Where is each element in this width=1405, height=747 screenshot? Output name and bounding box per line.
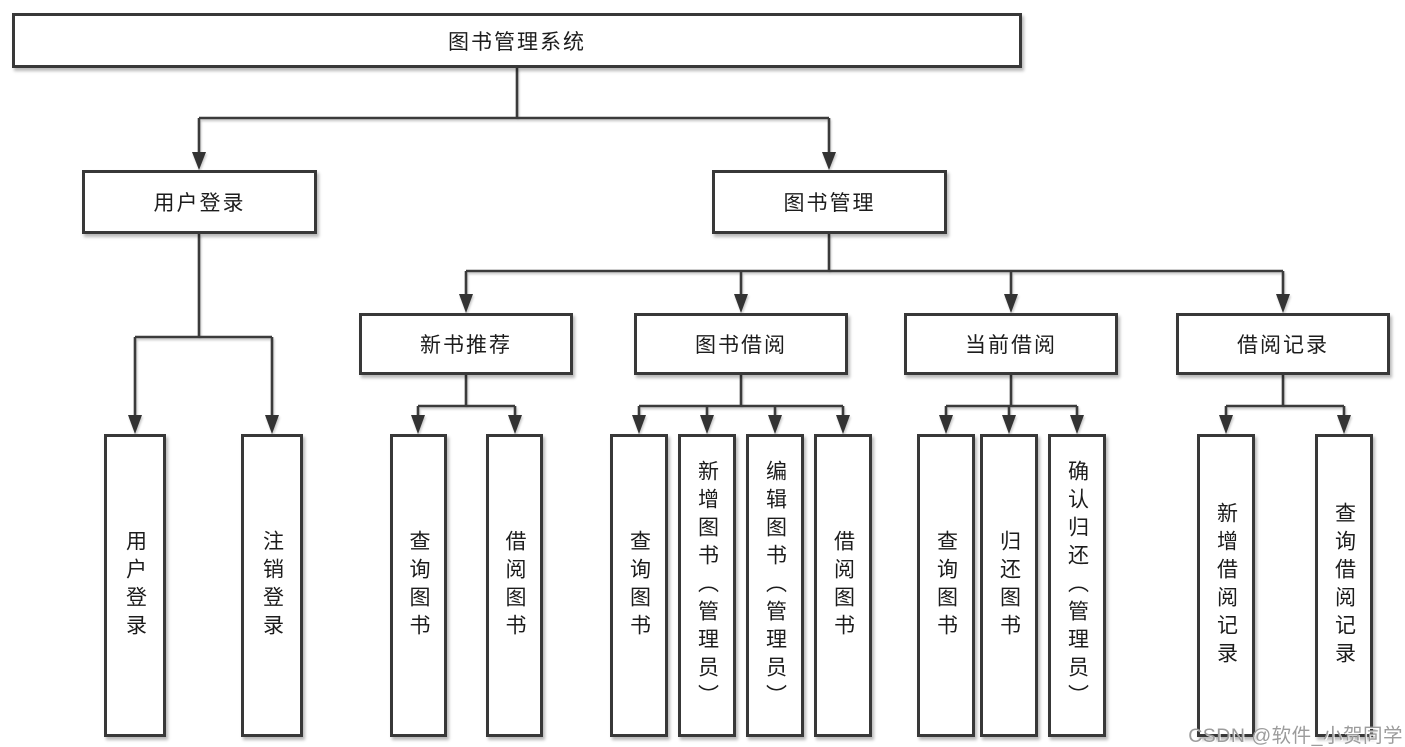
node-current-borrowing: 当前借阅 [904,313,1118,375]
node-root-system: 图书管理系统 [12,13,1022,68]
leaf-confirm-return-admin: 确认归还（管理员） [1048,434,1106,737]
node-user-login: 用户登录 [82,170,317,234]
leaf-logout: 注销登录 [241,434,303,737]
leaf-query-books-current: 查询图书 [917,434,975,737]
node-book-management: 图书管理 [712,170,947,234]
leaf-borrow-books: 借阅图书 [814,434,872,737]
node-new-book-recommendation: 新书推荐 [359,313,573,375]
leaf-edit-books-admin: 编辑图书（管理员） [746,434,804,737]
leaf-add-borrow-record: 新增借阅记录 [1197,434,1255,737]
node-borrowing-records: 借阅记录 [1176,313,1390,375]
leaf-query-books-borrow: 查询图书 [610,434,668,737]
leaf-query-books-recommend: 查询图书 [390,434,447,737]
leaf-add-books-admin: 新增图书（管理员） [678,434,736,737]
csdn-watermark: CSDN @软件_小贺同学 [1188,725,1403,747]
leaf-borrow-books-recommend: 借阅图书 [486,434,543,737]
node-book-borrowing: 图书借阅 [634,313,848,375]
leaf-return-books: 归还图书 [980,434,1038,737]
leaf-query-borrow-record: 查询借阅记录 [1315,434,1373,737]
leaf-user-login: 用户登录 [104,434,166,737]
